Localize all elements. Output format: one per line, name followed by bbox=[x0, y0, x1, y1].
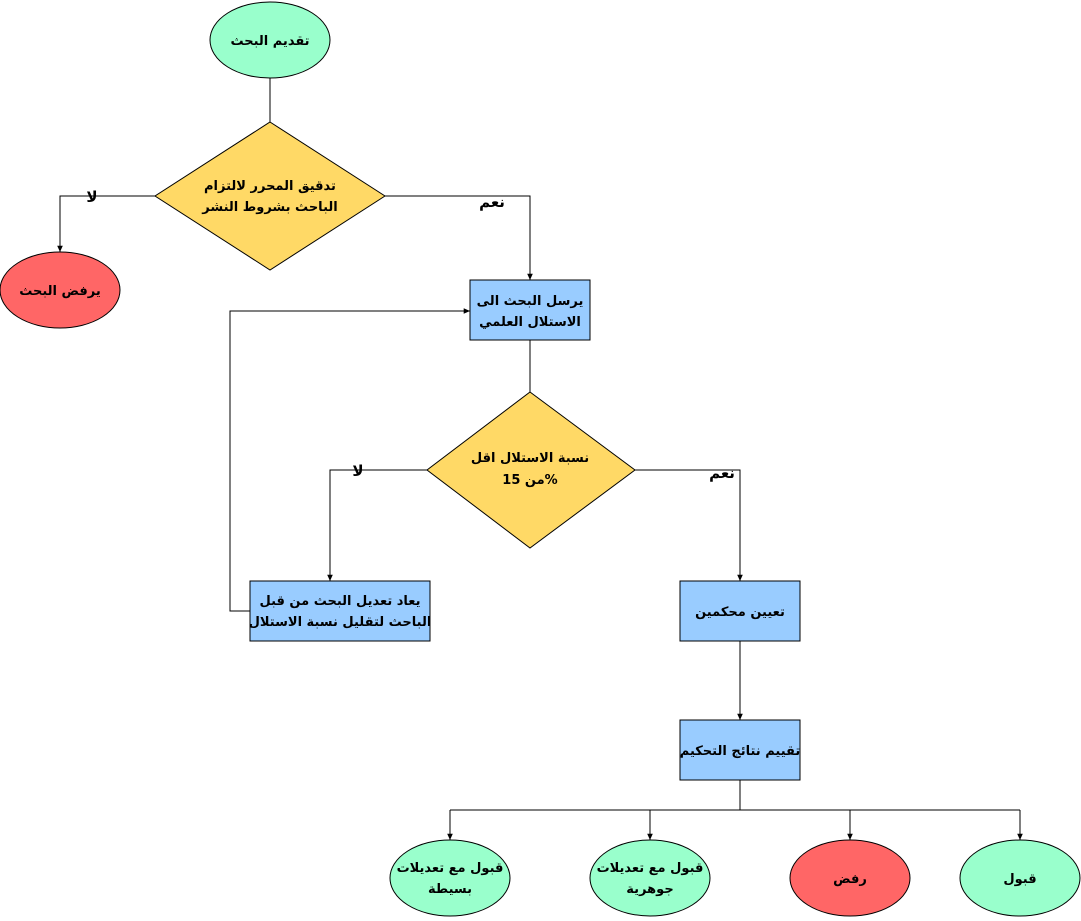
outcome-ellipse bbox=[389, 839, 511, 917]
outcome-ellipse bbox=[789, 839, 911, 917]
edge-label-editor-yes: نعم bbox=[479, 193, 505, 211]
edge-plag-yes bbox=[635, 469, 743, 581]
node-minor-revisions: قبول مع تعديلات بسيطة bbox=[389, 839, 511, 917]
node-send-plagiarism: يرسل البحث الى الاستلال العلمي bbox=[469, 279, 591, 341]
node-assign-reviewers: تعيين محكمين bbox=[679, 580, 801, 642]
reject-paper-label: يرفض البحث bbox=[19, 284, 101, 299]
outcome-ellipse bbox=[589, 839, 711, 917]
node-revise: يعاد تعديل البحث من قبل الباحث لتقليل نس… bbox=[249, 580, 432, 642]
edge-label-plag-no: لا bbox=[352, 462, 363, 480]
plagiarism-check-line-1: نسبة الاستلال اقل bbox=[471, 451, 589, 466]
editor-check-line-1: تدقيق المحرر لالتزام bbox=[204, 179, 336, 194]
minor-revisions-line-2: بسيطة bbox=[428, 882, 472, 897]
outcome-ellipse bbox=[959, 839, 1081, 917]
node-editor-check: تدقيق المحرر لالتزام الباحث بشروط النشر bbox=[154, 121, 386, 271]
send-plagiarism-line-2: الاستلال العلمي bbox=[479, 315, 581, 330]
edge-label-plag-yes: نعم bbox=[709, 464, 735, 482]
edge-check-yes bbox=[385, 195, 533, 280]
node-major-revisions: قبول مع تعديلات جوهرية bbox=[589, 839, 711, 917]
process-box bbox=[249, 580, 431, 642]
process-box bbox=[469, 279, 591, 341]
minor-revisions-line-1: قبول مع تعديلات bbox=[397, 861, 504, 876]
major-revisions-line-1: قبول مع تعديلات bbox=[597, 861, 704, 876]
process-box bbox=[679, 719, 801, 781]
acceptance-label: قبول bbox=[1003, 872, 1036, 887]
major-revisions-line-2: جوهرية bbox=[626, 882, 673, 897]
plagiarism-check-line-2: من 15% bbox=[502, 473, 557, 488]
editor-check-line-2: الباحث بشروط النشر bbox=[201, 200, 337, 215]
node-evaluate: تقييم نتائج التحكيم bbox=[679, 719, 801, 781]
node-submit-paper: تقديم البحث bbox=[209, 1, 331, 79]
revise-line-1: يعاد تعديل البحث من قبل bbox=[259, 594, 420, 609]
edge-plag-no bbox=[327, 469, 427, 581]
reject-ellipse bbox=[0, 251, 121, 329]
decision-diamond bbox=[154, 121, 386, 271]
process-box bbox=[679, 580, 801, 642]
edge-revise-loop bbox=[229, 308, 470, 612]
node-reject-paper: يرفض البحث bbox=[0, 251, 121, 329]
node-rejection: رفض bbox=[789, 839, 911, 917]
revise-line-2: الباحث لتقليل نسبة الاستلال bbox=[249, 615, 432, 630]
send-plagiarism-line-1: يرسل البحث الى bbox=[477, 294, 584, 309]
connectors bbox=[57, 78, 1023, 840]
rejection-label: رفض bbox=[833, 872, 867, 887]
node-plagiarism-check: نسبة الاستلال اقل من 15% bbox=[426, 391, 636, 549]
edge-check-no bbox=[57, 195, 155, 252]
evaluate-label: تقييم نتائج التحكيم bbox=[680, 744, 801, 759]
node-acceptance: قبول bbox=[959, 839, 1081, 917]
decision-diamond bbox=[426, 391, 636, 549]
edge-label-editor-no: لا bbox=[86, 188, 97, 206]
submit-paper-label: تقديم البحث bbox=[230, 34, 309, 49]
start-ellipse bbox=[209, 1, 331, 79]
assign-reviewers-label: تعيين محكمين bbox=[695, 605, 785, 620]
